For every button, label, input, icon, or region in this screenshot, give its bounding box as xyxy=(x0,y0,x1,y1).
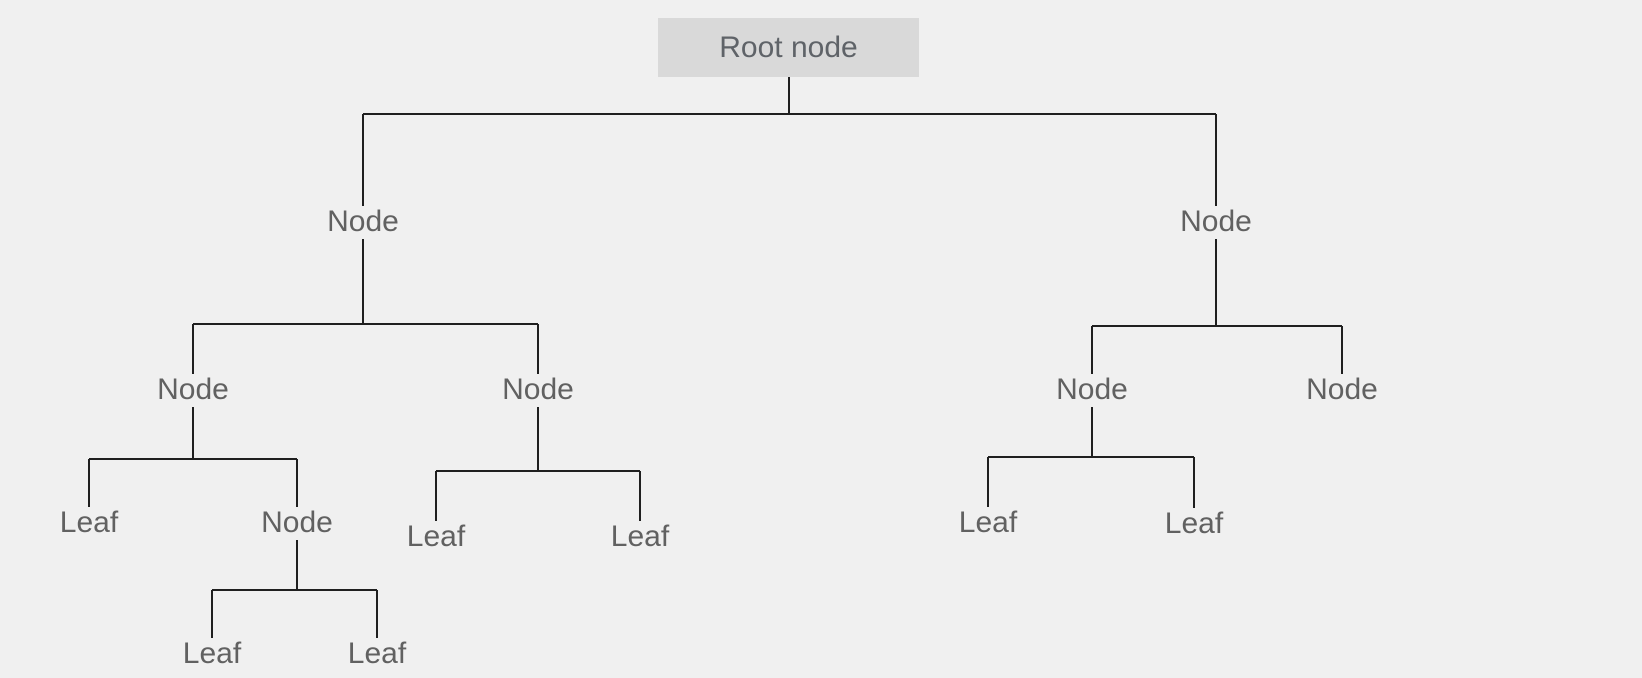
node-ll-label: Node xyxy=(157,373,229,406)
leaf-lrl-label: Leaf xyxy=(406,520,466,553)
node-lr-label: Node xyxy=(502,373,574,406)
leaf-lll-label: Leaf xyxy=(59,506,119,539)
node-rr-label: Node xyxy=(1306,373,1378,406)
node-llr-label: Node xyxy=(261,506,333,539)
node-r-label: Node xyxy=(1180,205,1252,238)
root-label: Root node xyxy=(658,18,919,77)
leaf-rll-label: Leaf xyxy=(958,506,1018,539)
leaf-lrr-label: Leaf xyxy=(610,520,670,553)
leaf-llrr-label: Leaf xyxy=(347,637,407,670)
leaf-llrl-label: Leaf xyxy=(182,637,242,670)
node-rl-label: Node xyxy=(1056,373,1128,406)
node-l-label: Node xyxy=(327,205,399,238)
leaf-rlr-label: Leaf xyxy=(1164,507,1224,540)
